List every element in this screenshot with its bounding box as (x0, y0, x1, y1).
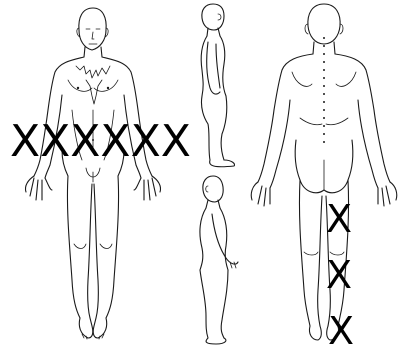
pain-mark-front-chest: XXXXXX (10, 116, 191, 167)
side-view-left-figure (200, 176, 238, 344)
back-view-figure (251, 4, 397, 340)
spine-dots (323, 37, 325, 143)
front-view-figure (25, 8, 160, 339)
pain-mark-back-thigh: X (326, 197, 352, 241)
pain-mark-back-ankle: X (328, 309, 354, 350)
side-view-right-figure (201, 4, 234, 167)
pain-mark-back-calf: X (326, 253, 352, 297)
